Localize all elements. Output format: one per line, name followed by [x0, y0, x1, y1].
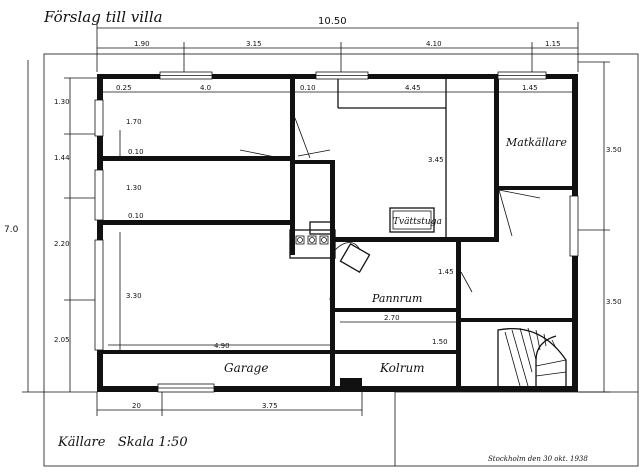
stair-tread — [527, 327, 537, 361]
door-leaf — [297, 149, 331, 157]
boiler-pipe — [334, 242, 361, 251]
dim-right-2: 3.50 — [606, 298, 622, 306]
dim-room-1: 1.70 — [126, 118, 142, 126]
dim-inner-4: 4.45 — [405, 84, 421, 92]
door-leaf — [294, 117, 311, 159]
dim-room-6: 3.45 — [428, 156, 444, 164]
staircase — [497, 327, 567, 387]
dim-top-3: 4.10 — [426, 40, 442, 48]
stair-tread — [535, 329, 541, 351]
chimney-block — [289, 229, 336, 259]
door-leaf — [460, 271, 473, 293]
dim-inner-2: 4.0 — [200, 84, 211, 92]
stair-tread — [504, 331, 521, 387]
exterior-wall-left — [97, 74, 103, 392]
dim-room-2: 0.10 — [128, 148, 144, 156]
door-leaf — [498, 189, 541, 199]
dim-top-2: 3.15 — [246, 40, 262, 48]
dim-left-3: 2.20 — [54, 240, 70, 248]
stair-outline — [497, 327, 567, 386]
dim-left-1: 1.30 — [54, 98, 70, 106]
interior-wall-2 — [103, 220, 293, 225]
flue-hole — [321, 237, 327, 243]
room-label-kolrum: Kolrum — [379, 361, 425, 375]
interior-wall-3 — [290, 79, 295, 255]
dim-inner-1: 0.25 — [116, 84, 132, 92]
dim-room-10: 4.90 — [214, 342, 230, 350]
dim-room-5: 3.30 — [126, 292, 142, 300]
stair-tread — [543, 333, 547, 347]
interior-wall-11 — [103, 350, 336, 354]
boiler — [339, 242, 371, 274]
window-right — [569, 195, 579, 257]
dim-room-3: 1.30 — [126, 184, 142, 192]
plan-title: Förslag till villa — [43, 8, 163, 26]
room-label-garage: Garage — [224, 361, 268, 375]
laundry-sink-inner — [392, 210, 432, 230]
flue-2 — [307, 235, 317, 245]
flue-hole — [309, 237, 315, 243]
flue-1 — [295, 235, 305, 245]
exterior-wall-bottom — [97, 386, 578, 392]
flue-box — [309, 221, 333, 235]
dim-overall-height: 7.0 — [4, 225, 19, 235]
dim-inner-5: 1.45 — [522, 84, 538, 92]
dim-left-4: 2.05 — [54, 336, 70, 344]
flue-hole — [297, 237, 303, 243]
interior-wall-9 — [456, 242, 461, 386]
dim-overall-width: 10.50 — [318, 16, 347, 27]
door-leaf — [498, 189, 513, 237]
door-leaf — [239, 149, 291, 161]
dim-room-4: 0.10 — [128, 212, 144, 220]
room-label-tvattstuga: Tvättstuga — [393, 217, 442, 227]
interior-wall-6 — [335, 237, 499, 242]
dim-top-4: 1.15 — [545, 40, 561, 48]
laundry-sink — [389, 207, 435, 233]
interior-wall-5 — [290, 160, 335, 164]
dim-bottom-2: 3.75 — [262, 402, 278, 410]
dim-room-9: 2.70 — [384, 314, 400, 322]
stair-tread — [535, 359, 567, 367]
door-leaf — [329, 254, 336, 301]
interior-wall-12 — [335, 350, 456, 354]
dim-room-7: 1.45 — [438, 268, 454, 276]
wall-pier — [340, 378, 362, 392]
dim-right-1: 3.50 — [606, 146, 622, 154]
interior-wall-1 — [103, 156, 293, 161]
stair-tread — [511, 329, 529, 387]
room-label-pannrum: Pannrum — [371, 292, 422, 305]
flue-3 — [319, 235, 329, 245]
stair-tread — [551, 339, 557, 349]
signature: Stockholm den 30 okt. 1938 — [488, 455, 588, 463]
interior-wall-4 — [330, 160, 335, 386]
window-left-2 — [94, 169, 104, 221]
interior-wall-8 — [499, 186, 572, 190]
interior-wall-10 — [335, 308, 456, 312]
dim-top-1: 1.90 — [134, 40, 150, 48]
dim-room-8: 1.50 — [432, 338, 448, 346]
dim-bottom-1: 20 — [132, 402, 141, 410]
interior-wall-13 — [461, 318, 572, 322]
interior-wall-7 — [494, 79, 499, 242]
window-left-3 — [94, 239, 104, 351]
plan-caption: Källare Skala 1:50 — [57, 435, 188, 450]
stair-tread — [535, 371, 567, 377]
stair-tread — [519, 327, 533, 373]
room-label-matkallare: Matkällare — [505, 136, 567, 149]
window-left-1 — [94, 99, 104, 137]
dim-left-2: 1.44 — [54, 154, 70, 162]
dim-inner-3: 0.10 — [300, 84, 316, 92]
